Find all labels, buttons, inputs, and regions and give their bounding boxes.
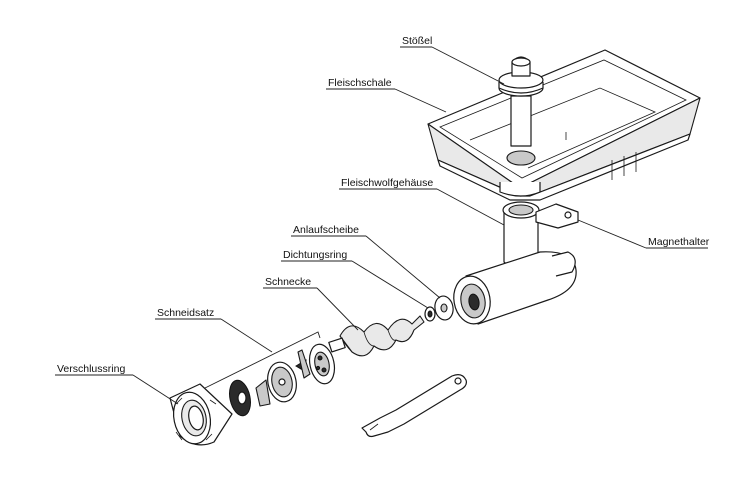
label-fleischschale-text: Fleischschale <box>328 77 392 89</box>
grinder-housing <box>453 201 579 325</box>
label-stoessel: Stößel <box>400 35 505 85</box>
label-stoessel-text: Stößel <box>402 35 432 47</box>
thrust-washer <box>434 295 454 321</box>
label-dichtungsring-text: Dichtungsring <box>283 249 347 261</box>
meat-tray <box>427 49 701 201</box>
cutting-set <box>204 331 336 417</box>
label-dichtungsring: Dichtungsring <box>281 249 429 309</box>
label-fleischwolfgehaeuse-text: Fleischwolfgehäuse <box>341 177 433 189</box>
label-verschlussring: Verschlussring <box>55 363 179 405</box>
label-magnethalter: Magnethalter <box>577 219 710 249</box>
label-fleischwolfgehaeuse: Fleischwolfgehäuse <box>339 177 505 226</box>
label-schnecke-text: Schnecke <box>265 276 311 288</box>
auger <box>328 315 425 357</box>
wrench-tool <box>361 374 467 438</box>
label-anlaufscheibe: Anlaufscheibe <box>291 224 441 299</box>
label-magnethalter-text: Magnethalter <box>648 236 710 248</box>
label-fleischschale: Fleischschale <box>326 77 447 113</box>
label-schnecke: Schnecke <box>263 276 359 331</box>
label-anlaufscheibe-text: Anlaufscheibe <box>293 224 359 236</box>
label-verschlussring-text: Verschlussring <box>57 363 125 375</box>
label-schneidsatz: Schneidsatz <box>155 307 273 353</box>
locking-ring <box>169 383 233 446</box>
label-schneidsatz-text: Schneidsatz <box>157 307 214 319</box>
pusher <box>498 56 544 147</box>
sealing-ring <box>424 306 436 322</box>
